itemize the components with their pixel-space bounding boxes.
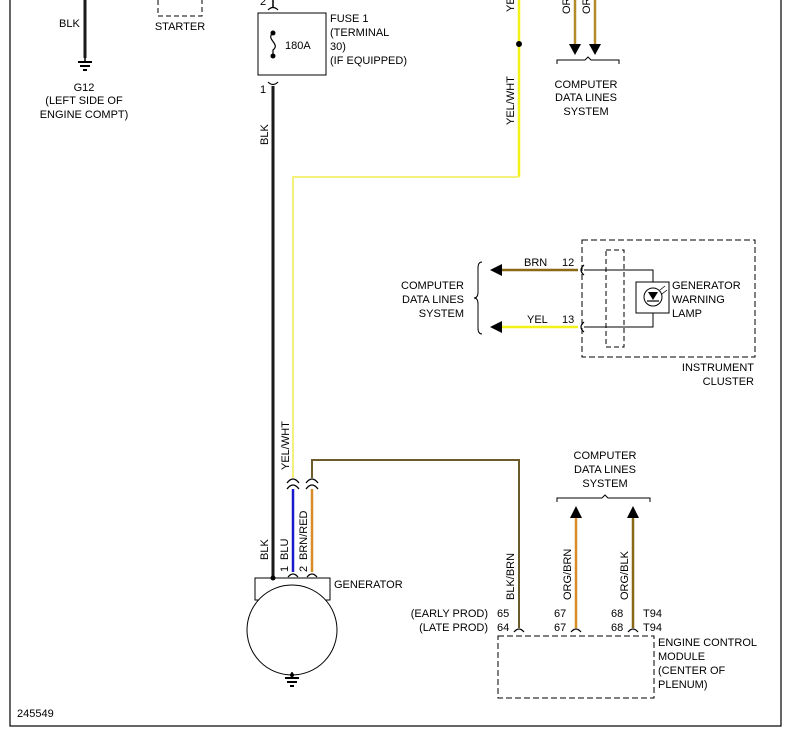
figure-number: 245549 [17, 708, 54, 720]
fuse-label-1: FUSE 1 [330, 13, 369, 25]
late-pin-3: 68 [611, 622, 623, 634]
cdl-top-3: SYSTEM [563, 106, 608, 118]
arrow-left-icon [490, 264, 502, 276]
cluster-yel-pin: 13 [562, 314, 574, 326]
starter-label: STARTER [155, 21, 205, 33]
g12-location-1: (LEFT SIDE OF [45, 95, 123, 107]
cdl-mid-3: SYSTEM [419, 308, 464, 320]
gen-blk-label: BLK [259, 539, 271, 560]
ground-symbol-icon [78, 58, 92, 71]
ecm-label-4: PLENUM) [658, 679, 708, 691]
early-pin-2: 67 [554, 608, 566, 620]
cluster-yel-label: YEL [527, 314, 548, 326]
early-pin-3: 68 [611, 608, 623, 620]
splice-dot-icon [516, 41, 522, 47]
cdl-bottom: COMPUTER DATA LINES SYSTEM [556, 450, 651, 628]
lamp-label-1: GENERATOR [672, 280, 741, 292]
cdl-mid-2: DATA LINES [402, 294, 464, 306]
late-connector: T94 [643, 622, 662, 634]
gen-brn-red-pin: 2 [298, 566, 310, 572]
fuse-label-2: (TERMINAL [330, 27, 389, 39]
cdl-top-1: COMPUTER [555, 79, 618, 91]
yel-wht-upper-label: YEL/WHT [505, 76, 517, 125]
cluster-brn-label: BRN [524, 257, 547, 269]
engine-control-module: BLK/BRN ORG/BRN ORG/BLK (EARLY PROD) (LA… [411, 549, 757, 699]
yel-top-wire: YEL YEL/WHT [292, 0, 522, 478]
cdl-bottom-3: SYSTEM [582, 478, 627, 490]
cluster-label-1: INSTRUMENT [682, 362, 754, 374]
cdl-mid-1: COMPUTER [401, 280, 464, 292]
fuse-pin-1: 1 [260, 84, 266, 96]
ecm-label-2: MODULE [658, 651, 705, 663]
fuse-label-4: (IF EQUIPPED) [330, 55, 407, 67]
ecm-label-3: (CENTER OF [658, 665, 726, 677]
yel-top-label: YEL [505, 0, 517, 12]
fuse-rating: 180A [285, 40, 311, 52]
starter: STARTER [155, 0, 205, 33]
arrow-down-icon [589, 44, 601, 55]
early-connector: T94 [643, 608, 662, 620]
ecm-wire-blk-brn: BLK/BRN [505, 553, 517, 600]
generator: GENERATOR [246, 577, 403, 687]
generator-ground-icon [285, 672, 299, 687]
g12-label: G12 [74, 82, 95, 94]
blk-wire-label-upper: BLK [259, 124, 271, 145]
early-pin-1: 65 [497, 608, 509, 620]
late-pin-1: 64 [497, 622, 509, 634]
cdl-top-2: DATA LINES [555, 92, 617, 104]
fuse-1: 2 180A FUSE 1 (TERMINAL 30) (IF EQUIPPED… [257, 0, 407, 96]
generator-wires: YEL/WHT BLK 1 BLU 2 BRN/RED [259, 421, 520, 628]
arrow-down-icon [569, 44, 581, 55]
generator-label: GENERATOR [334, 579, 403, 591]
arrow-left-icon [490, 321, 502, 333]
arrow-up-icon [627, 506, 639, 518]
org-label-1: OR [561, 0, 573, 14]
yel-wht-lower-label: YEL/WHT [280, 421, 292, 470]
arrow-up-icon [570, 506, 582, 518]
gen-blu-label: BLU [279, 539, 291, 560]
fuse-pin-2: 2 [260, 0, 266, 8]
page-border [9, 0, 782, 727]
ecm-wire-org-blk: ORG/BLK [619, 550, 631, 600]
cluster-label-2: CLUSTER [703, 376, 754, 388]
lamp-label-3: LAMP [672, 308, 702, 320]
org-label-2: OR [581, 0, 593, 14]
ecm-label-1: ENGINE CONTROL [658, 637, 757, 649]
gen-brn-red-label: BRN/RED [298, 510, 310, 560]
fuse-label-3: 30) [330, 41, 346, 53]
org-top-wires: OR OR COMPUTER DATA LINES SYSTEM [555, 0, 620, 118]
ecm-wire-org-brn: ORG/BRN [562, 549, 574, 600]
led-lamp-icon [643, 285, 668, 307]
early-prod-label: (EARLY PROD) [411, 608, 488, 620]
g12-wire-label: BLK [59, 18, 80, 30]
warning-lamp-box [635, 281, 670, 314]
ground-g12: BLK G12 (LEFT SIDE OF ENGINE COMPT) [40, 0, 129, 121]
cdl-bottom-2: DATA LINES [574, 464, 636, 476]
fuse-element-icon [270, 32, 276, 56]
gen-blu-pin: 1 [279, 566, 291, 572]
late-pin-2: 67 [554, 622, 566, 634]
g12-location-2: ENGINE COMPT) [40, 109, 129, 121]
instrument-cluster: BRN 12 YEL 13 GENERATOR WARNING LAMP INS… [401, 239, 756, 388]
lamp-label-2: WARNING [672, 294, 725, 306]
cluster-brn-pin: 12 [562, 257, 574, 269]
cdl-bottom-1: COMPUTER [574, 450, 637, 462]
late-prod-label: (LATE PROD) [419, 622, 488, 634]
